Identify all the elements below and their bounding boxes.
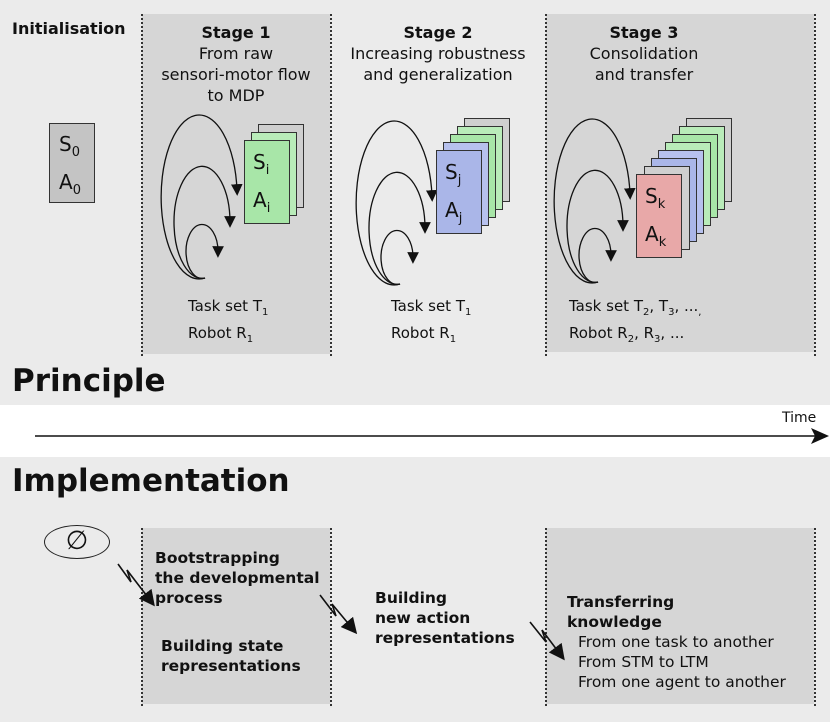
empty-set-icon: ∅ xyxy=(44,525,110,559)
impl-block2-title-line2: new action xyxy=(375,609,471,627)
init-s-label: S0 xyxy=(59,132,80,160)
stage1-s-label: Si xyxy=(253,150,270,178)
impl-block3-title-line2: knowledge xyxy=(567,613,662,631)
impl-block1-box xyxy=(142,528,330,704)
separator-2 xyxy=(330,14,332,356)
impl-separator-1 xyxy=(141,528,143,706)
stage3-a-label: Ak xyxy=(645,222,667,250)
stage1-task-line: Task set T1 xyxy=(188,297,269,318)
stage3-desc-line2: and transfer xyxy=(594,65,694,84)
stage3-robot-line: Robot R2, R3, ... xyxy=(569,324,685,345)
stage3-task-set: Task set T2, T3, ..., Robot R2, R3, ... xyxy=(569,296,701,350)
init-state-card: S0 A0 xyxy=(49,123,95,203)
impl-block1-title-line1: Bootstrapping xyxy=(155,549,280,567)
impl-separator-3 xyxy=(545,528,547,706)
lightning-arrow-2 xyxy=(319,594,358,635)
stage2-s-label: Sj xyxy=(445,160,462,188)
impl-block1-title-line2: the developmental xyxy=(155,569,320,587)
stage3-header: Stage 3 Consolidation and transfer xyxy=(546,22,742,85)
stage2-desc-line2: and generalization xyxy=(363,65,513,84)
lightning-arrow-1 xyxy=(117,563,155,607)
stage1-desc-line3: to MDP xyxy=(207,86,265,105)
impl-block2-title: Building new action representations xyxy=(375,588,515,648)
impl-block3-item: From one agent to another xyxy=(578,673,786,691)
stage1-desc-line2: sensori-motor flow xyxy=(161,65,311,84)
init-label: Initialisation xyxy=(12,19,126,38)
stage1-card-front: Si Ai xyxy=(244,140,290,224)
stage2-loop-icon xyxy=(355,120,438,286)
stage3-task-line: Task set T2, T3, ..., xyxy=(569,297,702,318)
impl-block3-title-line1: Transferring xyxy=(567,593,675,611)
principle-title: Principle xyxy=(12,363,166,399)
separator-1 xyxy=(141,14,143,356)
stage1-task-set: Task set T1 Robot R1 xyxy=(188,296,268,350)
impl-block1-title: Bootstrapping the developmental process xyxy=(155,548,320,608)
stage1-a-label: Ai xyxy=(253,188,271,216)
stage1-desc-line1: From raw xyxy=(198,44,274,63)
stage3-desc-line1: Consolidation xyxy=(589,44,699,63)
separator-4 xyxy=(814,14,816,356)
impl-block2-title-line3: representations xyxy=(375,629,515,647)
impl-separator-4 xyxy=(814,528,816,706)
impl-separator-2 xyxy=(330,528,332,706)
impl-block1-subtitle-line2: representations xyxy=(161,657,301,675)
impl-block3-item: From STM to LTM xyxy=(578,653,709,671)
stage2-header: Stage 2 Increasing robustness and genera… xyxy=(331,22,545,85)
impl-block1-title-line3: process xyxy=(155,589,223,607)
stage2-a-label: Aj xyxy=(445,198,463,226)
stage3-card-front: Sk Ak xyxy=(636,174,682,258)
impl-block1-subtitle: Building state representations xyxy=(161,636,301,676)
stage2-task-line: Task set T1 xyxy=(391,297,472,318)
impl-block3-box xyxy=(546,528,814,704)
implementation-title: Implementation xyxy=(12,463,290,499)
impl-block3-item: From one task to another xyxy=(578,633,774,651)
stage3-loop-icon xyxy=(553,118,636,284)
impl-block3-items: From one task to another From STM to LTM… xyxy=(578,632,786,692)
separator-3 xyxy=(545,14,547,356)
time-label: Time xyxy=(782,410,817,426)
stage3-s-label: Sk xyxy=(645,184,666,212)
stage2-desc-line1: Increasing robustness xyxy=(350,44,526,63)
init-a-label: A0 xyxy=(59,170,81,198)
impl-block2-title-line1: Building xyxy=(375,589,448,607)
stage1-loop-icon xyxy=(160,114,243,280)
impl-block3-title: Transferring knowledge xyxy=(567,592,674,632)
impl-block1-subtitle-line1: Building state xyxy=(161,637,284,655)
lightning-arrow-3 xyxy=(529,621,565,661)
stage1-title: Stage 1 xyxy=(201,23,271,42)
stage1-header: Stage 1 From raw sensori-motor flow to M… xyxy=(143,22,329,106)
stage3-title: Stage 3 xyxy=(609,23,679,42)
stage1-robot-line: Robot R1 xyxy=(188,324,254,345)
stage2-title: Stage 2 xyxy=(403,23,473,42)
stage2-robot-line: Robot R1 xyxy=(391,324,457,345)
stage2-card-front: Sj Aj xyxy=(436,150,482,234)
stage2-task-set: Task set T1 Robot R1 xyxy=(391,296,471,350)
